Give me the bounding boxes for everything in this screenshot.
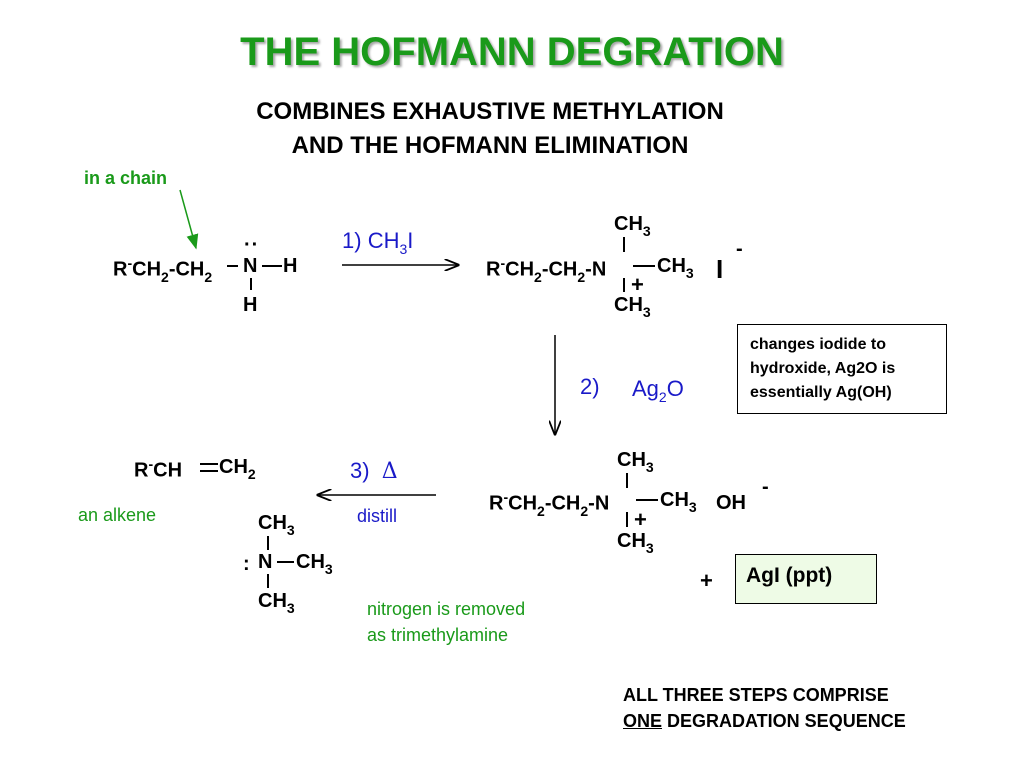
trimethylamine-ch3-bottom: CH3: [258, 590, 295, 616]
subscript: 2: [204, 268, 213, 285]
step1-reagent-text: CH: [367, 228, 400, 253]
positive-charge: +: [634, 507, 647, 532]
subscript: 2: [161, 268, 169, 285]
alkene-label: an alkene: [78, 505, 157, 525]
subscript: 2: [577, 268, 586, 285]
lone-pair-dots: ··: [244, 234, 260, 256]
step3-number: 3): [350, 458, 370, 483]
r-group: R: [134, 459, 149, 482]
trimethylamine-lone-pair: :: [243, 553, 250, 575]
summary-emphasis: ONE: [623, 711, 663, 731]
heat-symbol: Δ: [381, 459, 398, 484]
subtitle-line-1: COMBINES EXHAUSTIVE METHYLATION: [256, 98, 724, 125]
iodide-exchange-note: changes iodide to hydroxide, Ag2O is ess…: [737, 324, 947, 414]
hydroxide-ch3-top: CH3: [617, 449, 654, 475]
trimethylamine-nitrogen: N: [258, 551, 273, 573]
summary-line-2: ONE DEGRADATION SEQUENCE: [623, 711, 906, 732]
nitrogen-removed-line-2: as trimethylamine: [367, 625, 509, 645]
page-title: THE HOFMANN DEGRATION: [240, 30, 784, 74]
summary-rest: DEGRADATION SEQUENCE: [662, 711, 906, 731]
ammonium-hydroxide-chain: R-CH2-CH2-N: [489, 489, 610, 519]
in-chain-pointer-arrow: [179, 189, 199, 250]
ch2-group: CH: [175, 258, 205, 281]
plus-sign: +: [700, 568, 713, 593]
ch-group: CH: [153, 459, 183, 482]
step3-label: 3) Δ: [350, 458, 398, 484]
alkene-product: R-CH: [134, 456, 183, 482]
ammonium-iodide-chain: R-CH2-CH2-N: [486, 255, 607, 285]
step1-reagent: 1) CH3I: [342, 228, 414, 257]
subscript: 3: [399, 241, 408, 257]
ch2-group: CH: [505, 258, 535, 281]
r-group: R: [113, 258, 128, 281]
ch2-group: CH: [132, 258, 162, 281]
ammonium-ch3-bottom: CH3: [614, 294, 651, 320]
step2-reagent: Ag2O: [632, 376, 684, 405]
summary-line-1: ALL THREE STEPS COMPRISE: [623, 685, 889, 705]
iodide-negative-charge: -: [736, 238, 743, 260]
nitrogen: N: [594, 492, 610, 515]
r-group: R: [486, 258, 501, 281]
amine-nitrogen: N: [243, 255, 258, 277]
trimethylamine-ch3-right: CH3: [296, 551, 333, 577]
subscript: 2: [537, 502, 545, 519]
hydroxide-ch3-right: CH3: [660, 489, 697, 515]
in-a-chain-label: in a chain: [84, 168, 168, 188]
agi-precipitate-box: AgI (ppt): [735, 554, 877, 604]
amine-h-down: H: [243, 294, 258, 316]
alkene-ch2: CH2: [219, 456, 256, 482]
ammonium-ch3-top: CH3: [614, 213, 651, 239]
amine-h-right: H: [283, 255, 298, 277]
r-group: R: [489, 492, 504, 515]
trimethylamine-ch3-top: CH3: [258, 512, 295, 538]
nitrogen-removed-line-1: nitrogen is removed: [367, 599, 526, 619]
ammonium-ch3-right: CH3: [657, 255, 694, 281]
step1-number: 1): [342, 228, 362, 253]
hydroxide-ch3-bottom: CH3: [617, 530, 654, 556]
distill-label: distill: [357, 506, 398, 526]
step2-number: 2): [580, 374, 600, 399]
hydroxide-ion: OH: [716, 492, 746, 514]
ch2-group: CH: [548, 258, 578, 281]
amine-chain: R-CH2-CH2: [113, 255, 213, 285]
subscript: 2: [534, 268, 542, 285]
positive-charge: +: [631, 272, 644, 297]
subtitle-line-2: AND THE HOFMANN ELIMINATION: [291, 132, 689, 159]
step1-reagent-tail: I: [407, 228, 414, 253]
subscript: 2: [580, 502, 589, 519]
iodide-ion: I: [716, 254, 724, 284]
ch2-group: CH: [508, 492, 538, 515]
nitrogen: N: [591, 258, 607, 281]
hydroxide-negative-charge: -: [762, 476, 769, 498]
ch2-group: CH: [551, 492, 581, 515]
